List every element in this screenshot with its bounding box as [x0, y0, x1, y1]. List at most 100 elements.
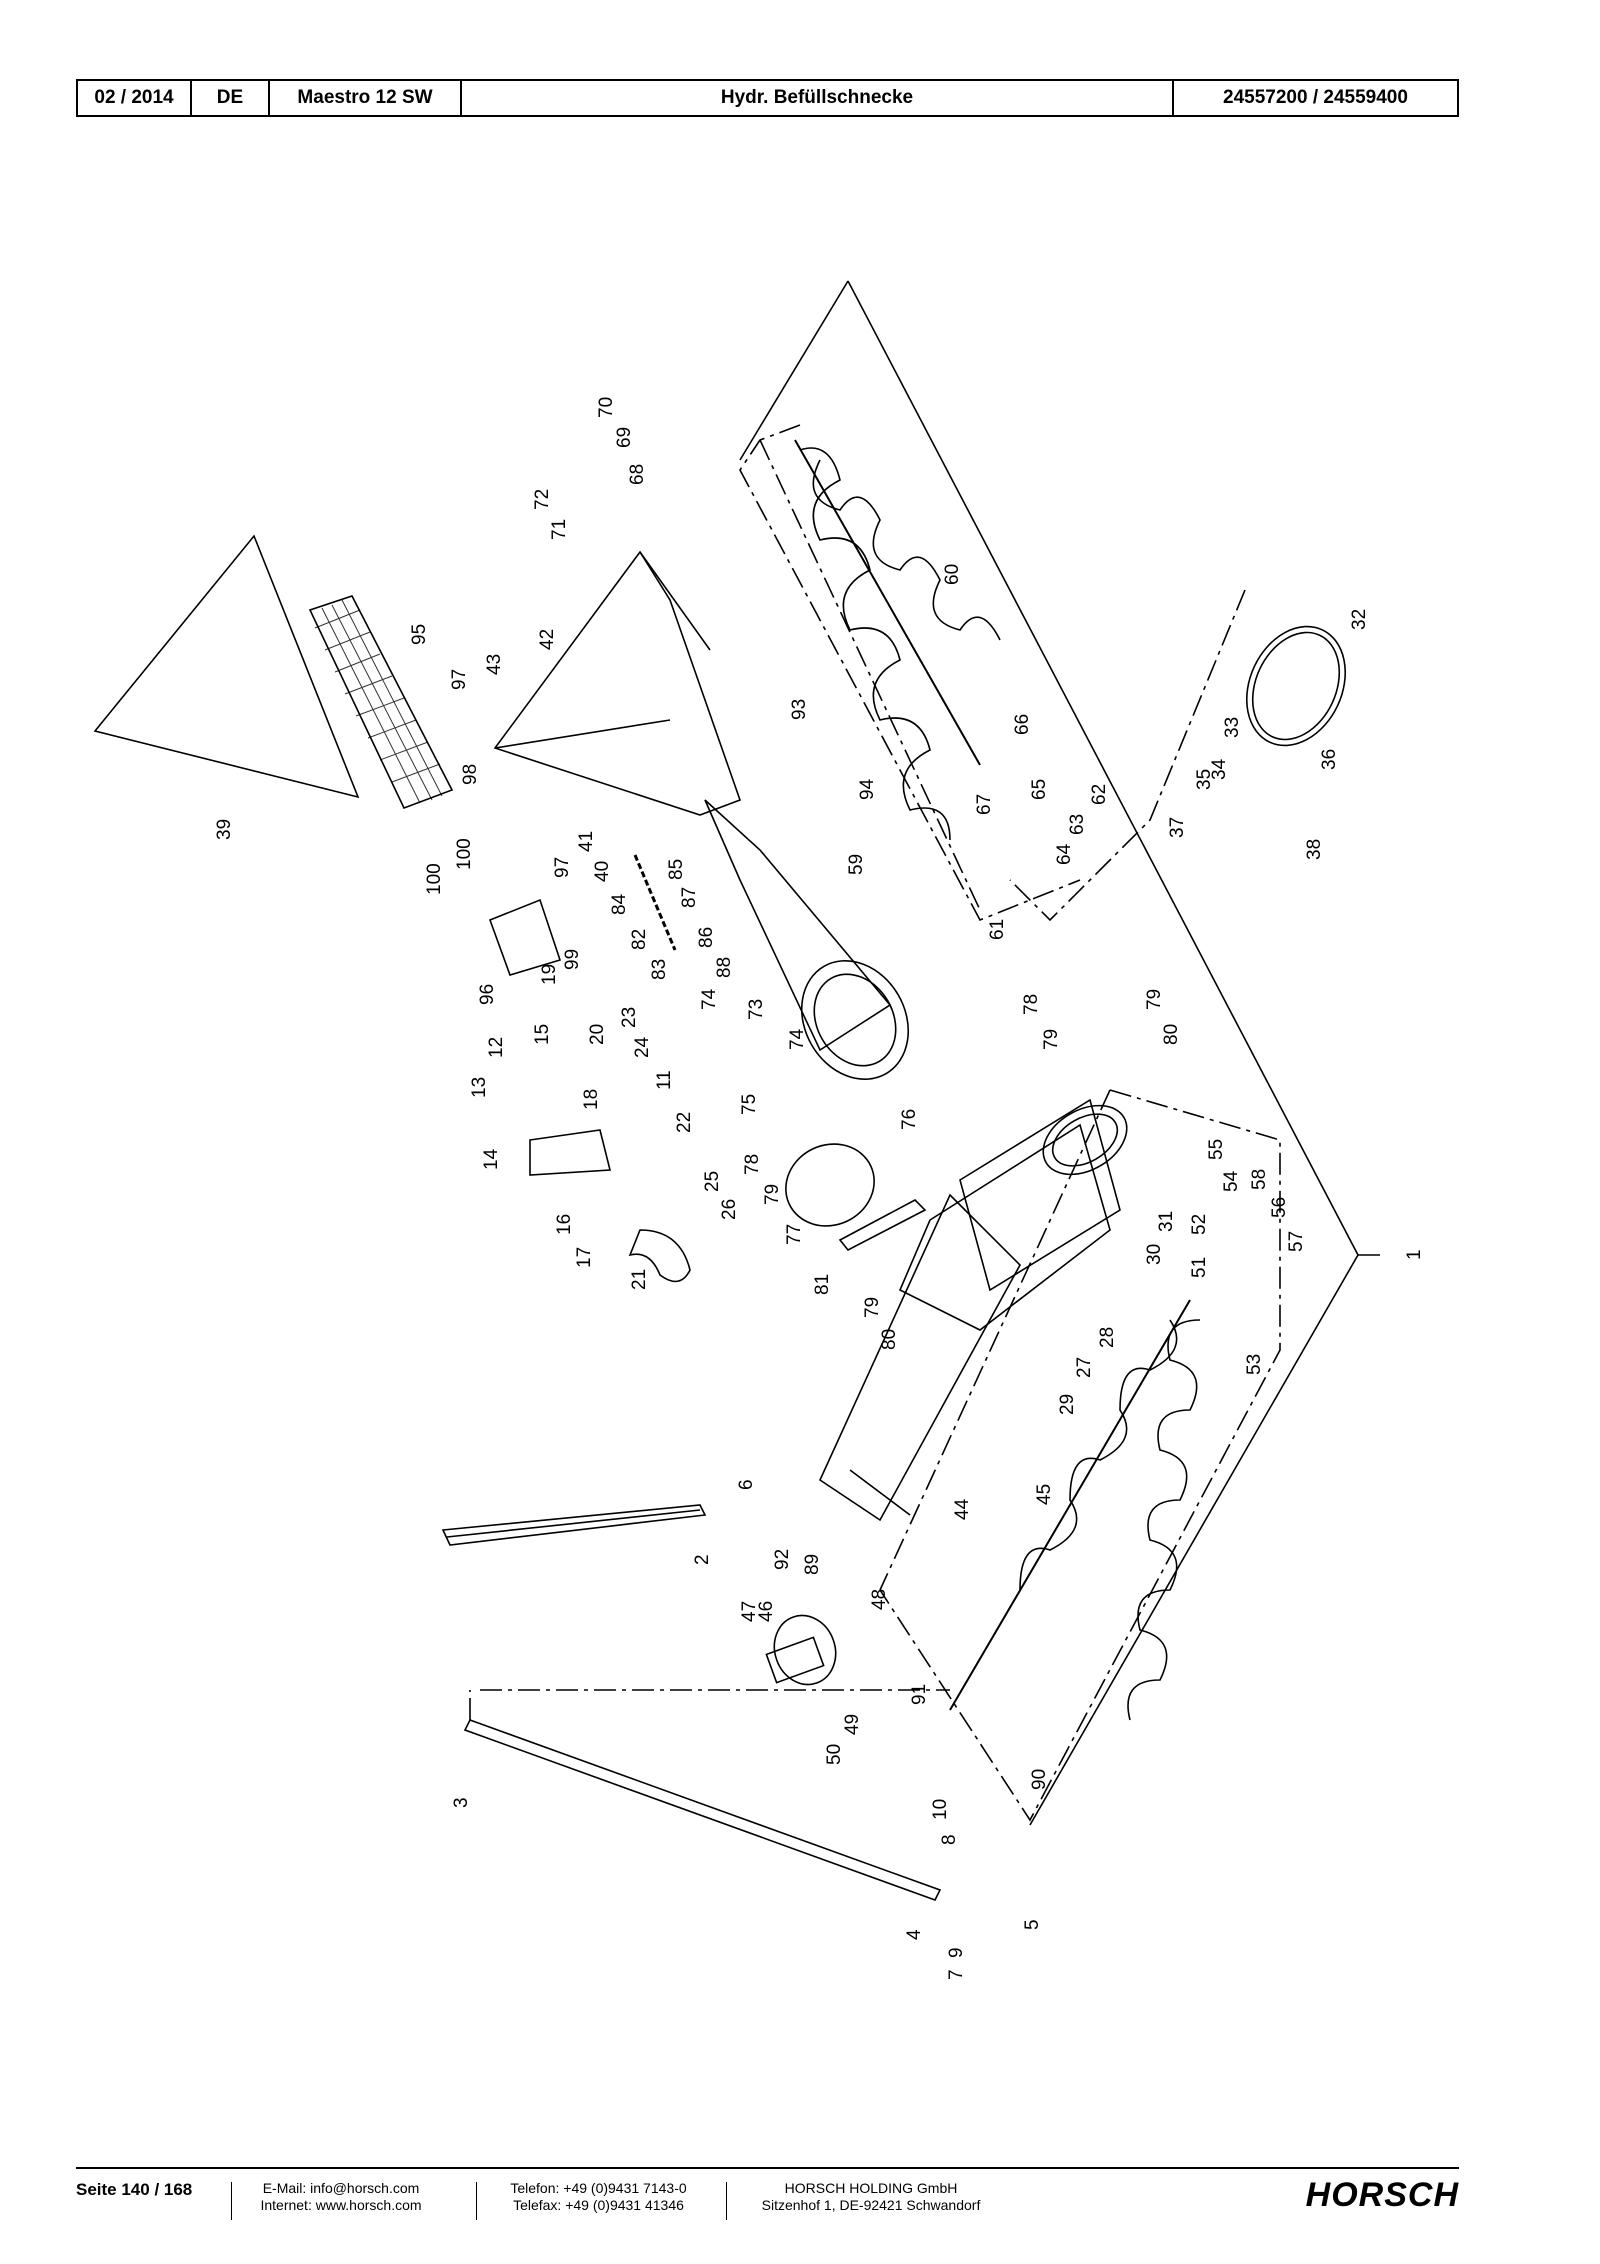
- ring-32: [1245, 625, 1347, 747]
- footer-fax: Telefax: +49 (0)9431 41346: [513, 2197, 684, 2213]
- callout-90: 90: [1029, 1769, 1050, 1790]
- footer-internet[interactable]: Internet: www.horsch.com: [260, 2197, 422, 2213]
- callout-41: 41: [576, 831, 597, 852]
- callout-100: 100: [424, 863, 445, 895]
- footer-phone: Telefon: +49 (0)9431 7143-0: [510, 2180, 687, 2196]
- callout-15: 15: [532, 1024, 553, 1045]
- callout-3: 3: [451, 1797, 472, 1808]
- callout-72: 72: [532, 489, 553, 510]
- header-part-numbers: 24557200 / 24559400: [1172, 79, 1459, 117]
- footer-divider: [476, 2182, 477, 2220]
- callout-71: 71: [549, 519, 570, 540]
- callout-86: 86: [696, 927, 717, 948]
- header-title: Hydr. Befüllschnecke: [460, 79, 1174, 117]
- callout-97b: 97: [552, 857, 573, 878]
- callout-87: 87: [679, 887, 700, 908]
- hopper-screen-95: [308, 595, 454, 810]
- callout-69: 69: [614, 427, 635, 448]
- header-model: Maestro 12 SW: [268, 79, 462, 117]
- callout-57: 57: [1286, 1231, 1307, 1252]
- callout-9: 9: [946, 1947, 967, 1958]
- callout-58: 58: [1249, 1169, 1270, 1190]
- callout-2: 2: [692, 1554, 713, 1565]
- hopper-cover-39: [93, 534, 360, 799]
- callout-22: 22: [674, 1112, 695, 1133]
- callout-51: 51: [1189, 1257, 1210, 1278]
- page-number: Seite 140 / 168: [76, 2180, 193, 2199]
- callout-78: 78: [1021, 994, 1042, 1015]
- callout-91: 91: [909, 1684, 930, 1705]
- callout-12: 12: [486, 1037, 507, 1058]
- callout-50: 50: [824, 1744, 845, 1765]
- callout-96: 96: [477, 984, 498, 1005]
- callout-21: 21: [629, 1269, 650, 1290]
- upper-auger-60: [794, 439, 1001, 841]
- assembly-frame-outline: [847, 280, 1359, 1826]
- callout-32: 32: [1349, 609, 1370, 630]
- callout-67: 67: [974, 794, 995, 815]
- callout-59: 59: [846, 854, 867, 875]
- callout-81: 81: [812, 1274, 833, 1295]
- horsch-logo: HORSCH: [1305, 2176, 1459, 2214]
- callout-24: 24: [632, 1036, 653, 1058]
- footer-divider: [231, 2182, 232, 2220]
- callout-99: 99: [562, 949, 583, 970]
- callout-74b: 74: [787, 1028, 808, 1050]
- callout-29: 29: [1057, 1394, 1078, 1415]
- callout-46: 46: [756, 1601, 777, 1622]
- footer-address: Sitzenhof 1, DE-92421 Schwandorf: [761, 2197, 981, 2213]
- callout-numbers: 1 2 3 4 5 6 7 8 9 10 11 12 13 14 15 16 1…: [214, 397, 1425, 1980]
- disk-77: [785, 1143, 875, 1227]
- callout-52: 52: [1189, 1214, 1210, 1235]
- callout-20: 20: [587, 1024, 608, 1045]
- callout-17: 17: [574, 1247, 595, 1268]
- callout-25: 25: [702, 1171, 723, 1192]
- callout-42: 42: [537, 629, 558, 650]
- callout-79: 79: [1041, 1029, 1062, 1050]
- callout-5: 5: [1022, 1919, 1043, 1930]
- callout-89: 89: [802, 1554, 823, 1575]
- callout-1: 1: [1404, 1249, 1425, 1260]
- callout-88: 88: [714, 957, 735, 978]
- callout-79b: 79: [1144, 989, 1165, 1010]
- page-footer: Seite 140 / 168 E-Mail: info@horsch.com …: [76, 2176, 1459, 2240]
- callout-30: 30: [1144, 1244, 1165, 1265]
- callout-95: 95: [409, 624, 430, 645]
- callout-65: 65: [1029, 779, 1050, 800]
- callout-28: 28: [1097, 1327, 1118, 1348]
- callout-45: 45: [1034, 1484, 1055, 1505]
- callout-64: 64: [1054, 843, 1075, 865]
- callout-40: 40: [592, 861, 613, 882]
- bracket-14: [529, 1129, 612, 1176]
- main-tube-44: [818, 1193, 1021, 1522]
- header-language: DE: [190, 79, 270, 117]
- callout-63: 63: [1067, 814, 1088, 835]
- footer-email[interactable]: E-Mail: info@horsch.com: [262, 2180, 420, 2196]
- callout-76: 76: [899, 1109, 920, 1130]
- callout-13: 13: [469, 1077, 490, 1098]
- callout-83: 83: [649, 959, 670, 980]
- callout-66: 66: [1012, 714, 1033, 735]
- callout-34: 34: [1209, 758, 1230, 780]
- callout-54: 54: [1221, 1170, 1242, 1192]
- callout-78b: 78: [742, 1154, 763, 1175]
- hopper-tube-59: [704, 799, 892, 1052]
- footer-contact-web: E-Mail: info@horsch.com Internet: www.ho…: [256, 2180, 426, 2214]
- motor-46: [773, 1614, 837, 1686]
- callout-14: 14: [481, 1148, 502, 1170]
- callout-47: 47: [739, 1601, 760, 1622]
- callout-60: 60: [942, 564, 963, 585]
- header-date: 02 / 2014: [76, 79, 192, 117]
- callout-79c: 79: [762, 1184, 783, 1205]
- callout-80b: 80: [879, 1329, 900, 1350]
- callout-16: 16: [554, 1214, 575, 1235]
- callout-100b: 100: [454, 838, 475, 870]
- callout-38: 38: [1304, 839, 1325, 860]
- callout-73: 73: [746, 999, 767, 1020]
- header-table: 02 / 2014 DE Maestro 12 SW Hydr. Befülls…: [76, 79, 1459, 117]
- callout-26: 26: [719, 1199, 740, 1220]
- callout-68: 68: [627, 464, 648, 485]
- callout-97: 97: [449, 669, 470, 690]
- callout-18: 18: [581, 1089, 602, 1110]
